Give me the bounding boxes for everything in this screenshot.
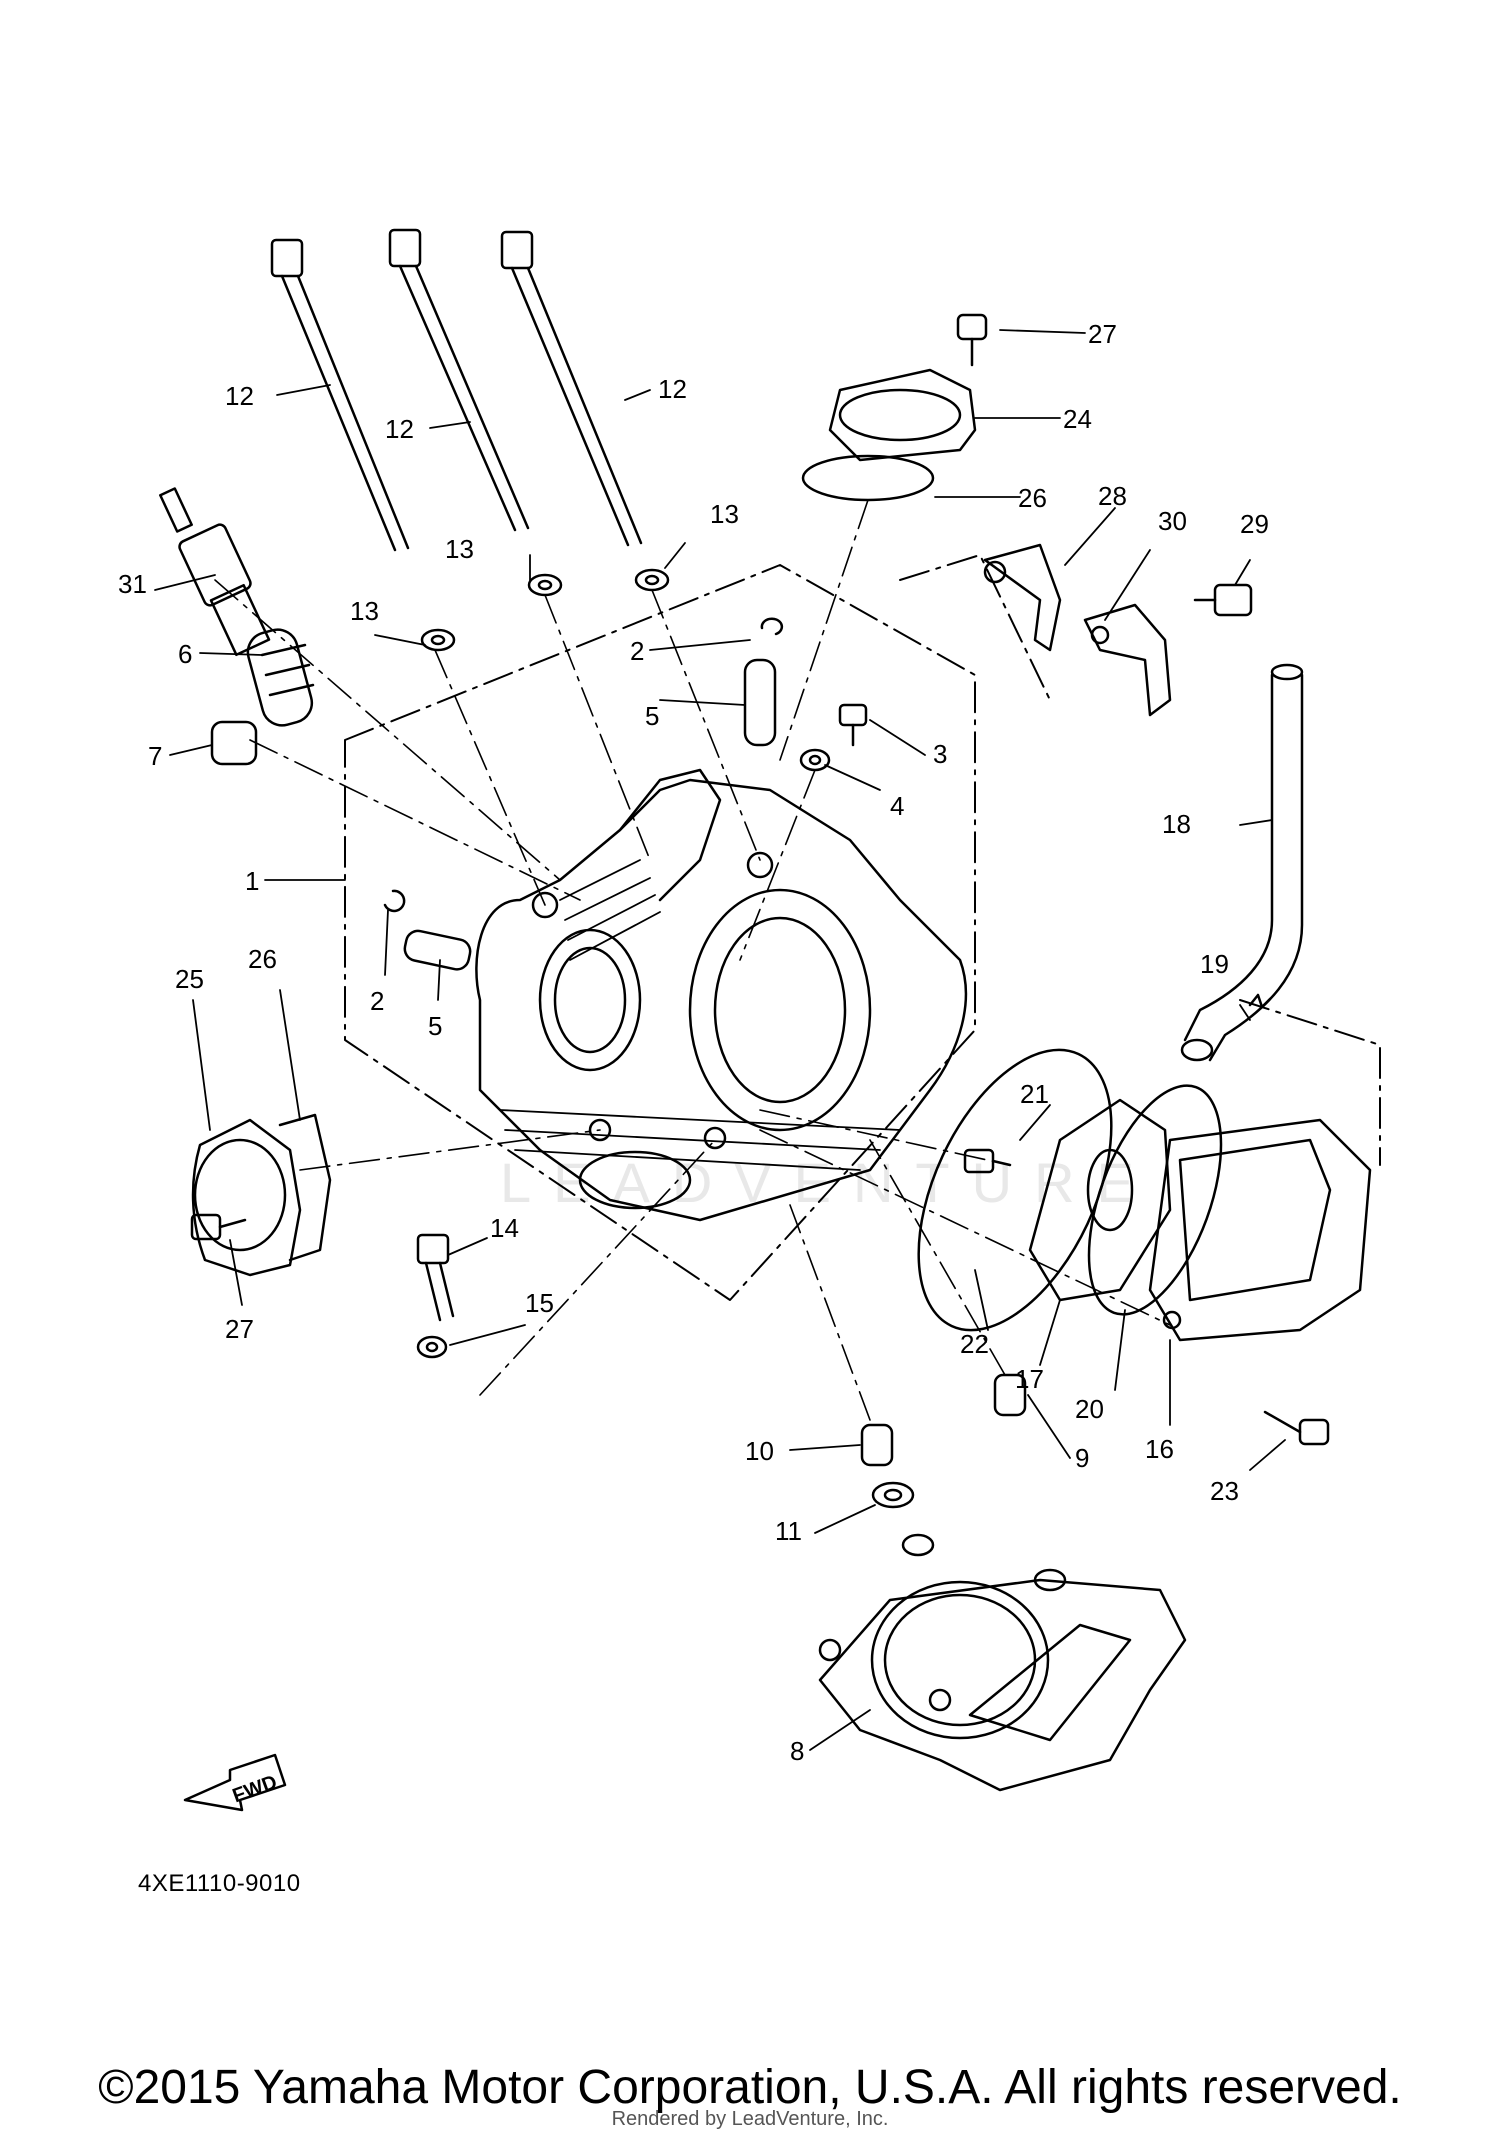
callout-2a: 2	[630, 636, 644, 666]
fwd-arrow-icon: FWD	[183, 1753, 287, 1812]
spark-plug	[159, 487, 271, 657]
callout-2b: 2	[370, 986, 384, 1016]
valve-cover-assembly	[917, 1048, 1372, 1446]
group-outline	[344, 554, 1381, 1301]
cylinder-head	[475, 768, 968, 1222]
callout-labels: 1 2 2 3 4 5 5 6 7 8 9 10 11 12 12 12 13 …	[118, 319, 1269, 1766]
assembly-lines	[214, 499, 1171, 1421]
callout-7: 7	[148, 741, 162, 771]
callout-6: 6	[178, 639, 192, 669]
callout-26b: 26	[248, 944, 277, 974]
callout-31: 31	[118, 569, 147, 599]
callout-14: 14	[490, 1213, 519, 1243]
callout-12a: 12	[225, 381, 254, 411]
rendered-by-text: Rendered by LeadVenture, Inc.	[611, 2108, 889, 2130]
callout-29: 29	[1240, 509, 1269, 539]
callout-22: 22	[960, 1329, 989, 1359]
callout-26a: 26	[1018, 483, 1047, 513]
callout-5a: 5	[645, 701, 659, 731]
spring-and-cap	[210, 628, 315, 766]
callout-17: 17	[1015, 1364, 1044, 1394]
head-bolt	[416, 1233, 455, 1359]
callout-11: 11	[775, 1516, 802, 1546]
leader-lines	[154, 329, 1286, 1751]
callout-18: 18	[1162, 809, 1191, 839]
valve-guides	[383, 617, 784, 971]
callout-24: 24	[1063, 404, 1092, 434]
callout-27b: 27	[225, 1314, 254, 1344]
breather-hose	[1180, 663, 1304, 1062]
cylinder-stud-bolts	[270, 228, 643, 552]
callout-4: 4	[890, 791, 904, 821]
callout-16: 16	[1145, 1434, 1174, 1464]
breather-bracket	[983, 543, 1253, 717]
callout-8: 8	[790, 1736, 804, 1766]
callout-19: 19	[1200, 949, 1229, 979]
callout-12c: 12	[658, 374, 687, 404]
callout-15: 15	[525, 1288, 554, 1318]
copyright-text: ©2015 Yamaha Motor Corporation, U.S.A. A…	[98, 2061, 1402, 2114]
callout-28: 28	[1098, 481, 1127, 511]
callout-10: 10	[745, 1436, 774, 1466]
callout-1: 1	[245, 866, 259, 896]
callout-30: 30	[1158, 506, 1187, 536]
stud-washers	[420, 568, 670, 652]
diagram-code: 4XE1110-9010	[138, 1870, 301, 1897]
callout-21: 21	[1020, 1079, 1049, 1109]
fwd-label: FWD	[230, 1771, 280, 1807]
callout-27a: 27	[1088, 319, 1117, 349]
tappet-cap	[801, 313, 988, 502]
callout-3: 3	[933, 739, 947, 769]
callout-13b: 13	[445, 534, 474, 564]
callout-9: 9	[1075, 1443, 1089, 1473]
side-cover	[190, 1113, 332, 1277]
callout-13a: 13	[710, 499, 739, 529]
callout-13c: 13	[350, 596, 379, 626]
callout-25: 25	[175, 964, 204, 994]
dowel-pins	[860, 1373, 1027, 1509]
bolt-and-washer	[799, 703, 868, 772]
callout-23: 23	[1210, 1476, 1239, 1506]
callout-12b: 12	[385, 414, 414, 444]
cylinder-gasket	[818, 1533, 1187, 1792]
callout-5b: 5	[428, 1011, 442, 1041]
callout-20: 20	[1075, 1394, 1104, 1424]
